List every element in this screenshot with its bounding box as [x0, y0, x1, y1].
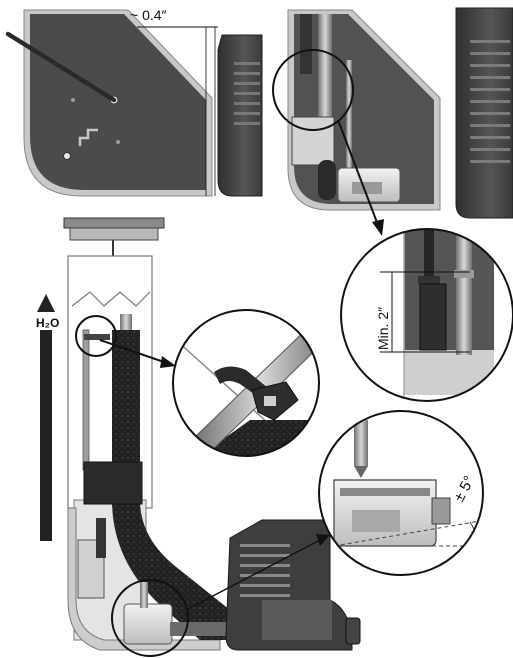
- min-height-dimension: [380, 271, 470, 353]
- flange-top: [63, 217, 165, 241]
- tool-rod: [5, 31, 117, 103]
- water-label: H₂O: [36, 316, 59, 330]
- housing-side-profile: [217, 34, 263, 197]
- callout-arrow-clamp: [99, 339, 176, 368]
- main-pump-unit: [225, 519, 361, 651]
- clamp-detail: [173, 310, 319, 456]
- pump-tilt-detail: [319, 411, 483, 575]
- housing-with-pump: [287, 9, 441, 211]
- zoom-circle-clamp: [75, 315, 117, 357]
- water-flow-arrow: [34, 294, 64, 541]
- sensor-detail: [341, 229, 513, 401]
- pump-reservoir: [123, 582, 240, 645]
- callout-arrow-sensor: [337, 119, 384, 236]
- pump-detail-circle: [318, 410, 484, 576]
- pump-side-profile: [455, 7, 513, 219]
- callout-arrow-pump: [185, 534, 330, 611]
- clamp-detail-circle: [172, 309, 320, 457]
- housing-cover: [23, 9, 213, 197]
- duct-internals: [77, 314, 230, 640]
- sensor-detail-circle: [340, 228, 513, 402]
- zoom-circle-pump: [111, 579, 189, 657]
- gap-label: ~ 0.4″: [130, 7, 167, 23]
- min-height-label: Min. 2″: [375, 307, 391, 350]
- zoom-circle-sensor: [272, 49, 354, 131]
- gap-dimension: [137, 26, 218, 196]
